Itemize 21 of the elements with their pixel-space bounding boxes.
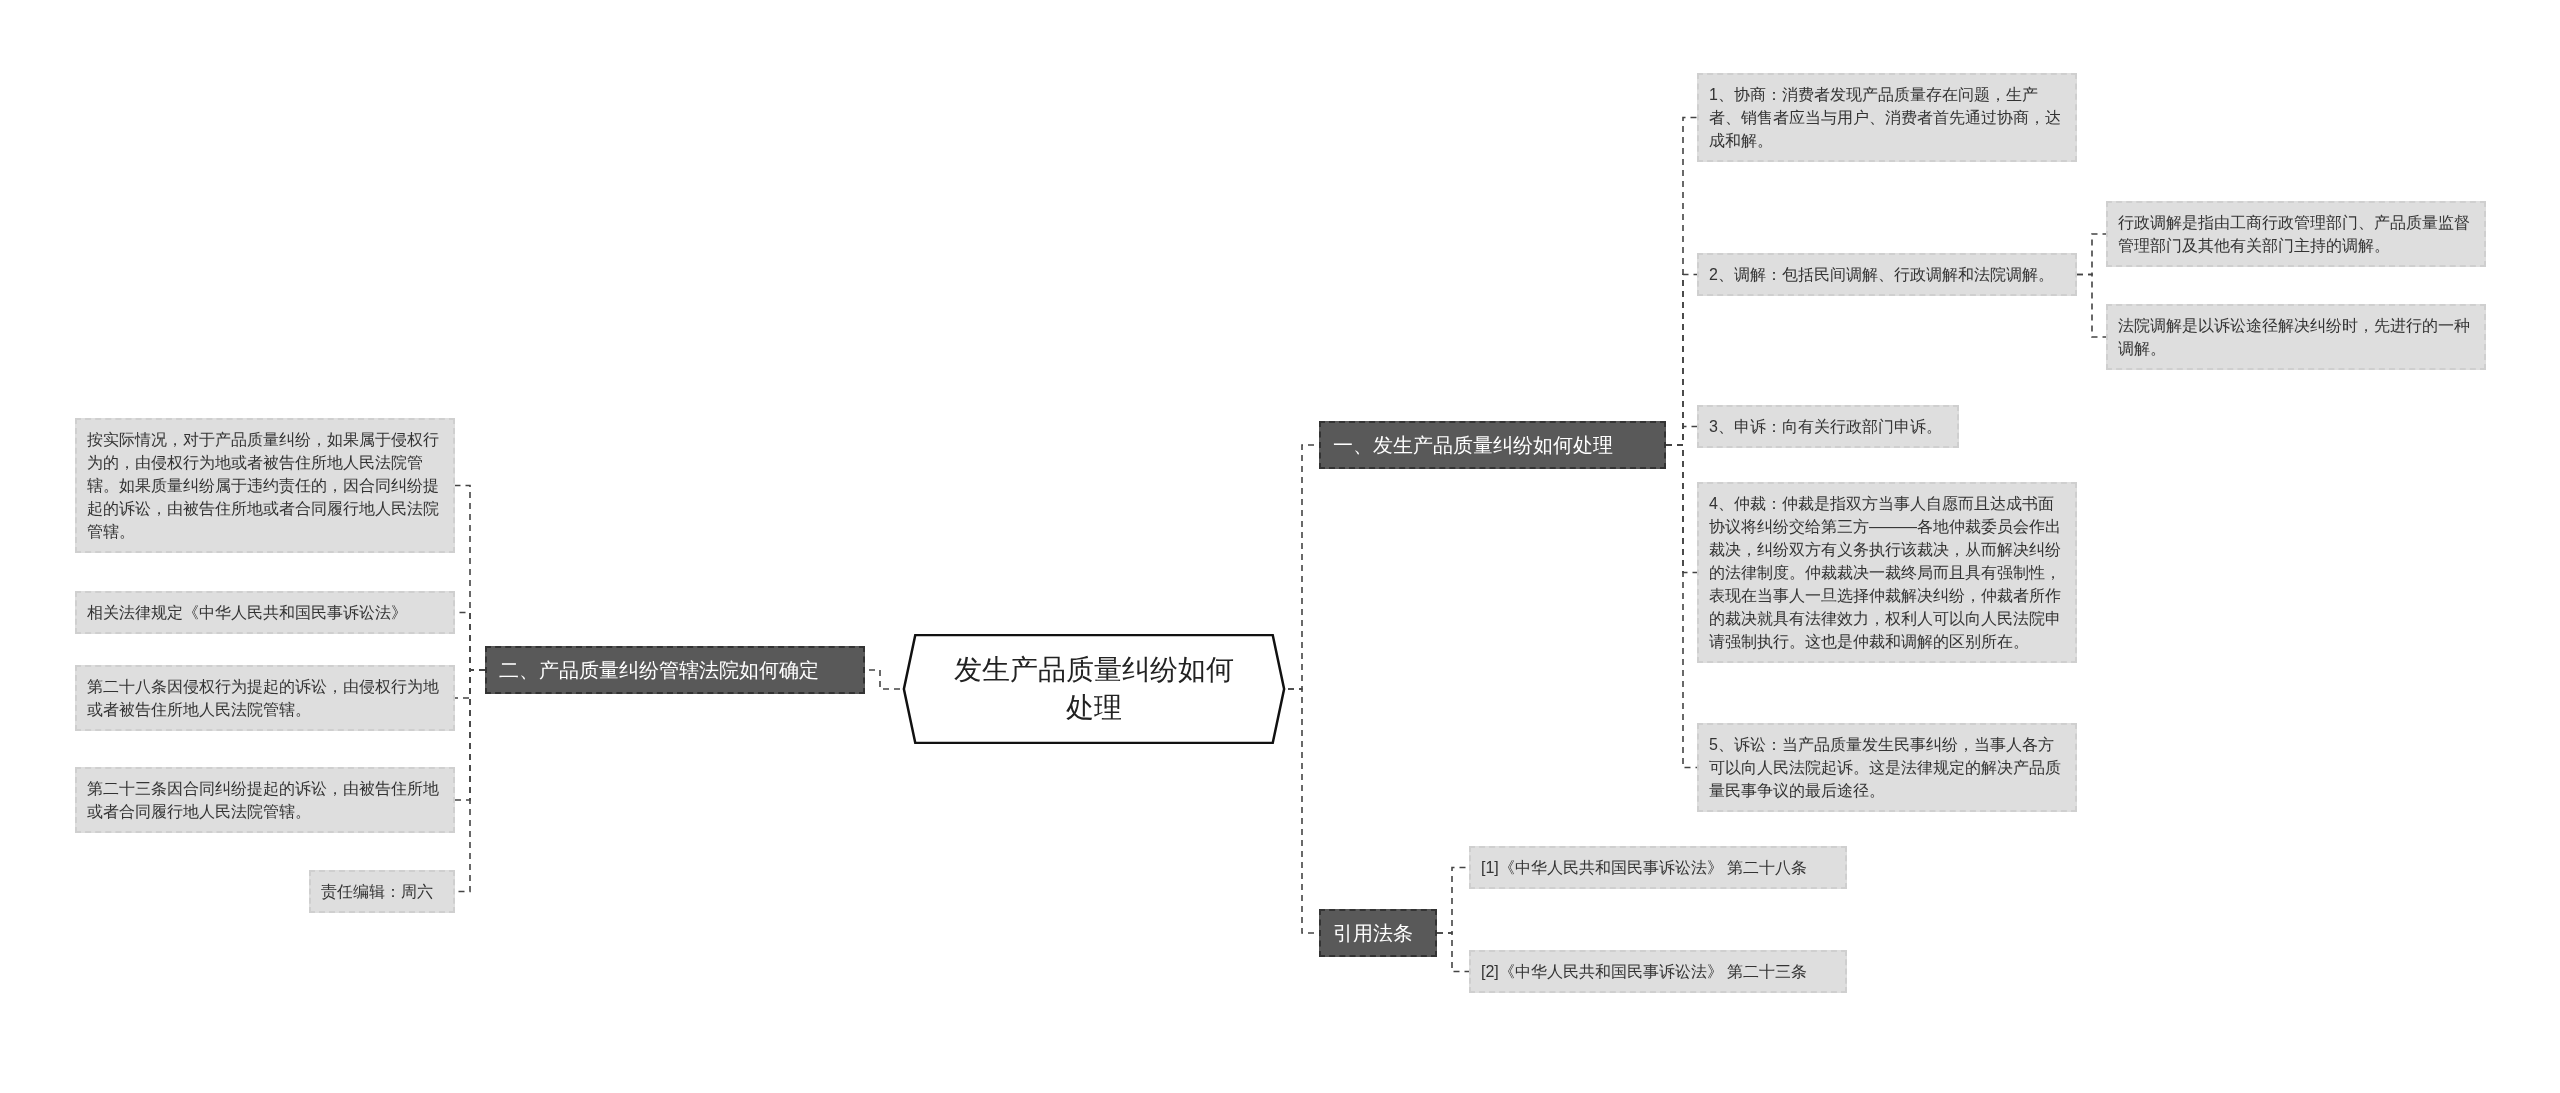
connector-line [1665,444,1698,769]
note-box: 2、调解：包括民间调解、行政调解和法院调解。 [1697,253,2077,296]
note-box: 4、仲裁：仲裁是指双方当事人自愿而且达成书面协议将纠纷交给第三方———各地仲裁委员会作出裁决，纠纷双方有义务执行该裁决，从而解决纠纷的法律制度。仲裁裁决一裁终局而且具有强制性，表现在当事人一旦选择仲裁解决纠纷，仲裁者所作的裁决就具有法律效力，权利人可以向人民法院申请强制执行。这也是仲裁和调解的区别所在。 [1697,482,2077,663]
topic-box: 一、发生产品质量纠纷如何处理 [1319,421,1666,469]
note-box: [1]《中华人民共和国民事诉讼法》 第二十八条 [1469,846,1847,889]
note-box: 责任编辑：周六 [309,870,455,913]
note-box: 按实际情况，对于产品质量纠纷，如果属于侵权行为的，由侵权行为地或者被告住所地人民法院管辖。如果质量纠纷属于违约责任的，因合同纠纷提起的诉讼，由被告住所地或者合同履行地人民法院管辖。 [75,418,455,553]
note-box: 5、诉讼：当产品质量发生民事纠纷，当事人各方可以向人民法院起诉。这是法律规定的解决产品质量民事争议的最后途径。 [1697,723,2077,812]
note-box: 行政调解是指由工商行政管理部门、产品质量监督管理部门及其他有关部门主持的调解。 [2106,201,2486,267]
connector-line [2076,273,2107,338]
note-box: 3、申诉：向有关行政部门申诉。 [1697,405,1959,448]
note-box: 第二十八条因侵权行为提起的诉讼，由侵权行为地或者被告住所地人民法院管辖。 [75,665,455,731]
connector-line [1436,932,1470,973]
topic-box: 二、产品质量纠纷管辖法院如何确定 [485,646,865,694]
note-box: 1、协商：消费者发现产品质量存在问题，生产者、销售者应当与用户、消费者首先通过协商，达成和解。 [1697,73,2077,162]
topic-box: 引用法条 [1319,909,1437,957]
note-box: 相关法律规定《中华人民共和国民事诉讼法》 [75,591,455,634]
root-hexagon: 发生产品质量纠纷如何处理 [900,634,1288,744]
note-box: 第二十三条因合同纠纷提起的诉讼，由被告住所地或者合同履行地人民法院管辖。 [75,767,455,833]
note-box: [2]《中华人民共和国民事诉讼法》 第二十三条 [1469,950,1847,993]
note-box: 法院调解是以诉讼途径解决纠纷时，先进行的一种调解。 [2106,304,2486,370]
